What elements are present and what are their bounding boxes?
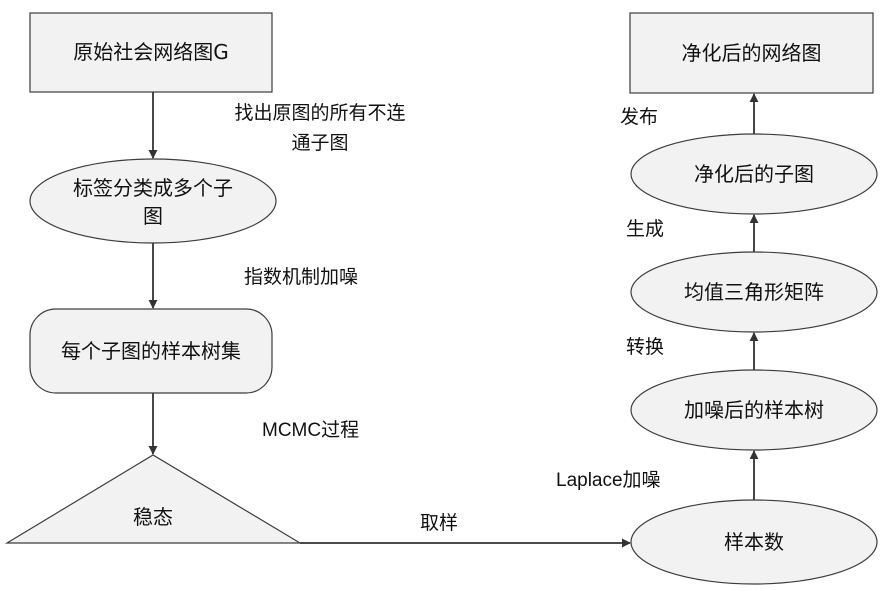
sample-tree-set-label: 每个子图的样本树集 bbox=[30, 338, 272, 364]
sampling-annotation: 取样 bbox=[420, 508, 458, 538]
sample-count-label: 样本数 bbox=[631, 529, 877, 555]
noisy-sample-tree-label: 加噪后的样本树 bbox=[631, 397, 877, 423]
find-disconnected-annotation: 找出原图的所有不连 通子图 bbox=[200, 98, 440, 158]
purified-network-label: 净化后的网络图 bbox=[630, 40, 873, 66]
mean-triangle-matrix-label: 均值三角形矩阵 bbox=[631, 279, 877, 305]
laplace-noise-annotation: Laplace加噪 bbox=[556, 466, 661, 496]
label-classify-line2: 图 bbox=[30, 202, 276, 230]
find-disconnected-line1: 找出原图的所有不连 bbox=[200, 98, 440, 128]
label-classify-text: 标签分类成多个子 图 bbox=[30, 174, 276, 230]
exponential-noise-annotation: 指数机制加噪 bbox=[244, 262, 358, 292]
steady-state-label: 稳态 bbox=[103, 504, 203, 530]
label-classify-line1: 标签分类成多个子 bbox=[30, 174, 276, 202]
mcmc-process-annotation: MCMC过程 bbox=[262, 416, 359, 446]
original-graph-label: 原始社会网络图G bbox=[30, 39, 272, 65]
publish-annotation: 发布 bbox=[620, 102, 658, 132]
purified-subgraph-label: 净化后的子图 bbox=[631, 161, 877, 187]
convert-annotation: 转换 bbox=[626, 332, 664, 362]
generate-annotation: 生成 bbox=[626, 214, 664, 244]
find-disconnected-line2: 通子图 bbox=[200, 128, 440, 158]
